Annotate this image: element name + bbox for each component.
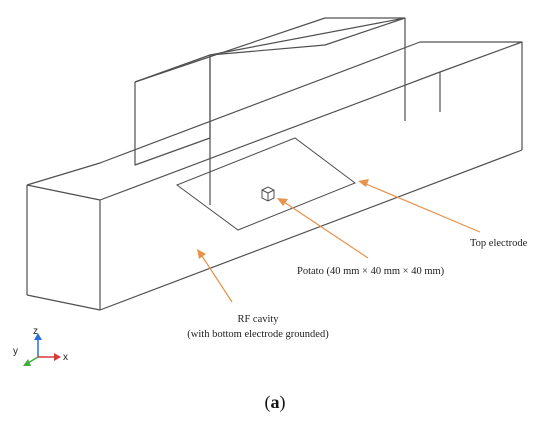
rf-cavity-label: RF cavity (237, 314, 279, 325)
axis-triad: z x y (13, 326, 68, 366)
potato-arrow (277, 198, 369, 259)
x-axis-label: x (63, 352, 68, 363)
y-axis-line (27, 356, 39, 364)
caption-letter: a (270, 392, 280, 412)
y-axis-label: y (13, 346, 18, 357)
rf-cavity-sublabel: (with bottom electrode grounded) (187, 329, 329, 340)
z-axis-label: z (33, 326, 38, 337)
top-electrode-label: Top electrode (470, 238, 528, 249)
bottom-electrode-plate (175, 137, 357, 231)
top-electrode-arrow (358, 179, 481, 233)
rf-cavity-arrow (197, 249, 233, 303)
caption-open-paren: ( (264, 392, 271, 412)
potato-cube-icon (261, 186, 275, 202)
potato-label: Potato (40 mm × 40 mm × 40 mm) (297, 266, 445, 277)
figure-caption: (a) (0, 392, 550, 413)
rf-cavity-box (26, 41, 523, 311)
z-axis-arrowhead (34, 333, 42, 340)
top-electrode-box (134, 17, 406, 205)
x-axis-arrowhead (54, 353, 61, 361)
y-axis-arrowhead (23, 359, 31, 366)
caption-close-paren: ) (279, 392, 286, 412)
